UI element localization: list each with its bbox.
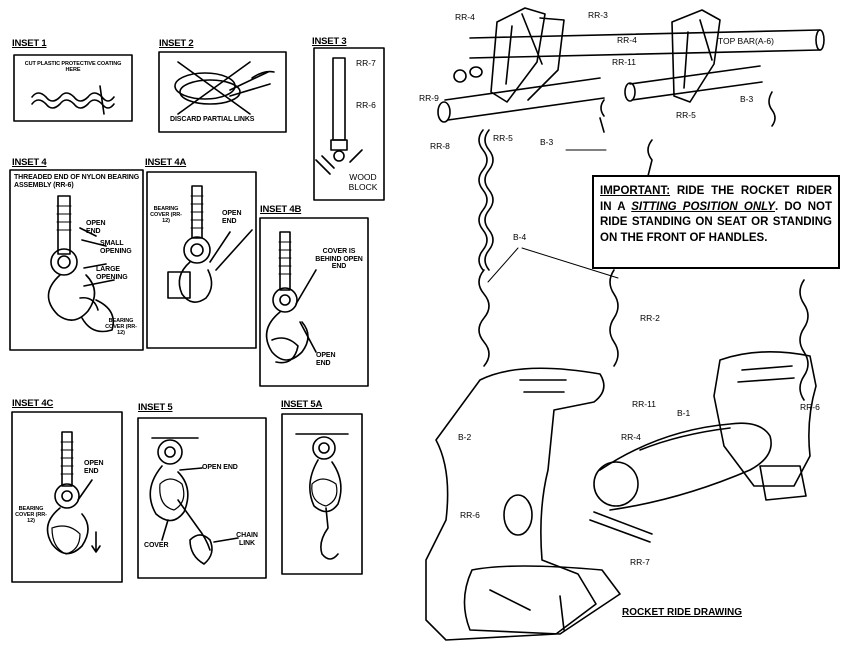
inset4-threaded-label: THREADED END OF NYLON BEARING ASSEMBLY (… xyxy=(14,174,140,189)
warning-text-1: RIDE THE ROCKET RIDER IN A xyxy=(600,185,832,213)
warning-emphasis: SITTING POSITION ONLY xyxy=(631,200,775,213)
inset4-large-label: LARGE OPENING xyxy=(96,266,128,281)
part-b3-left: B-3 xyxy=(540,137,554,147)
inset4a-hook-art xyxy=(146,171,257,349)
inset4a-cover-label: BEARING COVER (RR-12) xyxy=(150,206,182,224)
part-rr8: RR-8 xyxy=(430,141,450,151)
inset2-pliers-art xyxy=(158,51,287,133)
inset1-title: INSET 1 xyxy=(12,38,47,49)
inset5a-title: INSET 5A xyxy=(281,399,323,410)
inset5-cover-label: COVER xyxy=(144,542,169,549)
part-rr2: RR-2 xyxy=(640,313,660,323)
part-rr4-top: RR-4 xyxy=(455,12,475,22)
inset4-title: INSET 4 xyxy=(12,157,47,168)
inset4-hook-art xyxy=(9,169,144,351)
inset1-chain-art xyxy=(13,54,133,122)
inset4b-open-end-label: OPEN END xyxy=(316,352,336,367)
part-b4: B-4 xyxy=(513,232,527,242)
inset3-block-label: WOOD BLOCK xyxy=(348,172,378,192)
part-rr11-mid: RR-11 xyxy=(632,399,656,409)
inset2-label: DISCARD PARTIAL LINKS xyxy=(170,116,255,123)
inset4c-title: INSET 4C xyxy=(12,398,54,409)
inset4c-open-end-label: OPEN END xyxy=(84,460,104,475)
part-rr7: RR-7 xyxy=(630,557,650,567)
inset4b-title: INSET 4B xyxy=(260,204,302,215)
part-rr9: RR-9 xyxy=(419,93,439,103)
inset5-title: INSET 5 xyxy=(138,402,173,413)
inset3-rr7-label: RR-7 xyxy=(356,58,376,68)
drawing-title: ROCKET RIDE DRAWING xyxy=(622,607,742,618)
inset5a-hook-art xyxy=(281,413,363,575)
inset4-small-label: SMALL OPENING xyxy=(100,240,132,255)
inset4b-hook-art xyxy=(259,217,369,387)
part-rr6-left: RR-6 xyxy=(460,510,480,520)
inset2-title: INSET 2 xyxy=(159,38,194,49)
inset5-hook-art xyxy=(137,417,267,579)
inset4a-title: INSET 4A xyxy=(145,157,187,168)
part-rr4-low: RR-4 xyxy=(621,432,641,442)
part-rr6-right: RR-6 xyxy=(800,402,820,412)
rocket-ride-drawing-art xyxy=(425,7,825,641)
part-b2: B-2 xyxy=(458,432,472,442)
part-rr5-left: RR-5 xyxy=(493,133,513,143)
inset3-bearing-art xyxy=(313,47,385,201)
inset4c-cover-label: BEARING COVER (RR-12) xyxy=(15,506,47,524)
part-rr5-right: RR-5 xyxy=(676,110,696,120)
inset1-label: CUT PLASTIC PROTECTIVE COATING HERE xyxy=(24,61,122,73)
inset4-cover-label: BEARING COVER (RR-12) xyxy=(105,318,137,336)
part-rr11-top: RR-11 xyxy=(612,57,636,67)
inset3-rr6-label: RR-6 xyxy=(356,100,376,110)
inset5-chain-label: CHAIN LINK xyxy=(236,532,258,547)
inset4b-cover-label: COVER IS BEHIND OPEN END xyxy=(315,248,363,270)
inset3-title: INSET 3 xyxy=(312,36,347,47)
inset4a-open-end-label: OPEN END xyxy=(222,210,242,225)
part-top-bar: TOP BAR(A-6) xyxy=(718,36,774,46)
part-b1: B-1 xyxy=(677,408,691,418)
inset4c-hook-art xyxy=(11,411,123,583)
warning-important: IMPORTANT: xyxy=(600,185,671,197)
inset4-open-end-label: OPEN END xyxy=(86,220,106,235)
part-rr3: RR-3 xyxy=(588,10,608,20)
part-b3-right: B-3 xyxy=(740,94,754,104)
warning-text-2: . DO NOT RIDE STANDING ON SEAT OR STANDI… xyxy=(600,200,833,244)
part-rr4-mid: RR-4 xyxy=(617,35,637,45)
important-warning-box: IMPORTANT: RIDE THE ROCKET RIDER IN A SI… xyxy=(592,175,840,269)
inset5-open-end-label: OPEN END xyxy=(202,464,238,471)
